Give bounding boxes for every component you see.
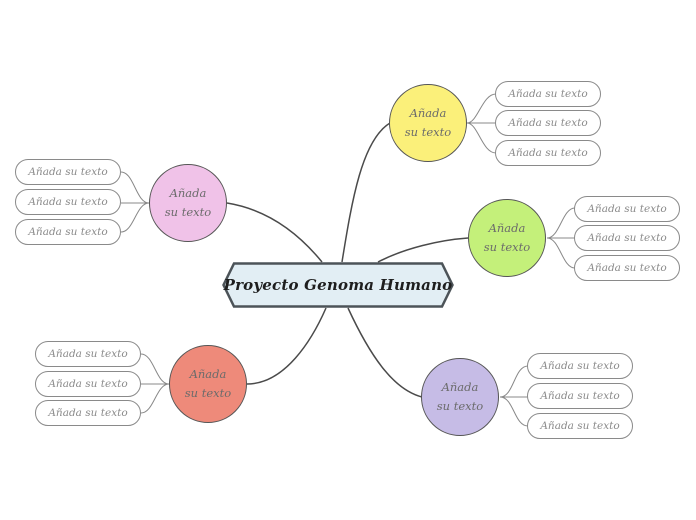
topic-label-line1: Añada [488, 221, 526, 235]
topic-green[interactable]: Añada su texto [468, 199, 546, 277]
topic-pink[interactable]: Añada su texto [149, 164, 227, 242]
topic-label-line1: Añada [441, 380, 479, 394]
topic-label-line1: Añada [169, 186, 207, 200]
central-topic-shape [222, 262, 454, 308]
central-topic[interactable]: Proyecto Genoma Humano [222, 262, 454, 308]
topic-yellow[interactable]: Añada su texto [389, 84, 467, 162]
subtopic-red-2[interactable]: Añada su texto [35, 371, 141, 397]
topic-label-line1: Añada [189, 367, 227, 381]
subtopic-green-3[interactable]: Añada su texto [574, 255, 680, 281]
topic-label-line1: Añada [409, 106, 447, 120]
subtopic-pink-3[interactable]: Añada su texto [15, 219, 121, 245]
subtopic-red-3[interactable]: Añada su texto [35, 400, 141, 426]
topic-label-line2: su texto [436, 399, 484, 413]
subtopic-green-1[interactable]: Añada su texto [574, 196, 680, 222]
topic-label-line2: su texto [404, 125, 452, 139]
subtopic-yellow-2[interactable]: Añada su texto [495, 110, 601, 136]
subtopic-yellow-3[interactable]: Añada su texto [495, 140, 601, 166]
subtopic-purple-1[interactable]: Añada su texto [527, 353, 633, 379]
topic-label-line2: su texto [164, 205, 212, 219]
subtopic-green-2[interactable]: Añada su texto [574, 225, 680, 251]
topic-red[interactable]: Añada su texto [169, 345, 247, 423]
topic-purple[interactable]: Añada su texto [421, 358, 499, 436]
subtopic-yellow-1[interactable]: Añada su texto [495, 81, 601, 107]
subtopic-red-1[interactable]: Añada su texto [35, 341, 141, 367]
subtopic-purple-2[interactable]: Añada su texto [527, 383, 633, 409]
subtopic-pink-1[interactable]: Añada su texto [15, 159, 121, 185]
subtopic-pink-2[interactable]: Añada su texto [15, 189, 121, 215]
central-topic-label: Proyecto Genoma Humano [223, 276, 453, 294]
subtopic-purple-3[interactable]: Añada su texto [527, 413, 633, 439]
topic-label-line2: su texto [184, 386, 232, 400]
topic-label-line2: su texto [483, 240, 531, 254]
